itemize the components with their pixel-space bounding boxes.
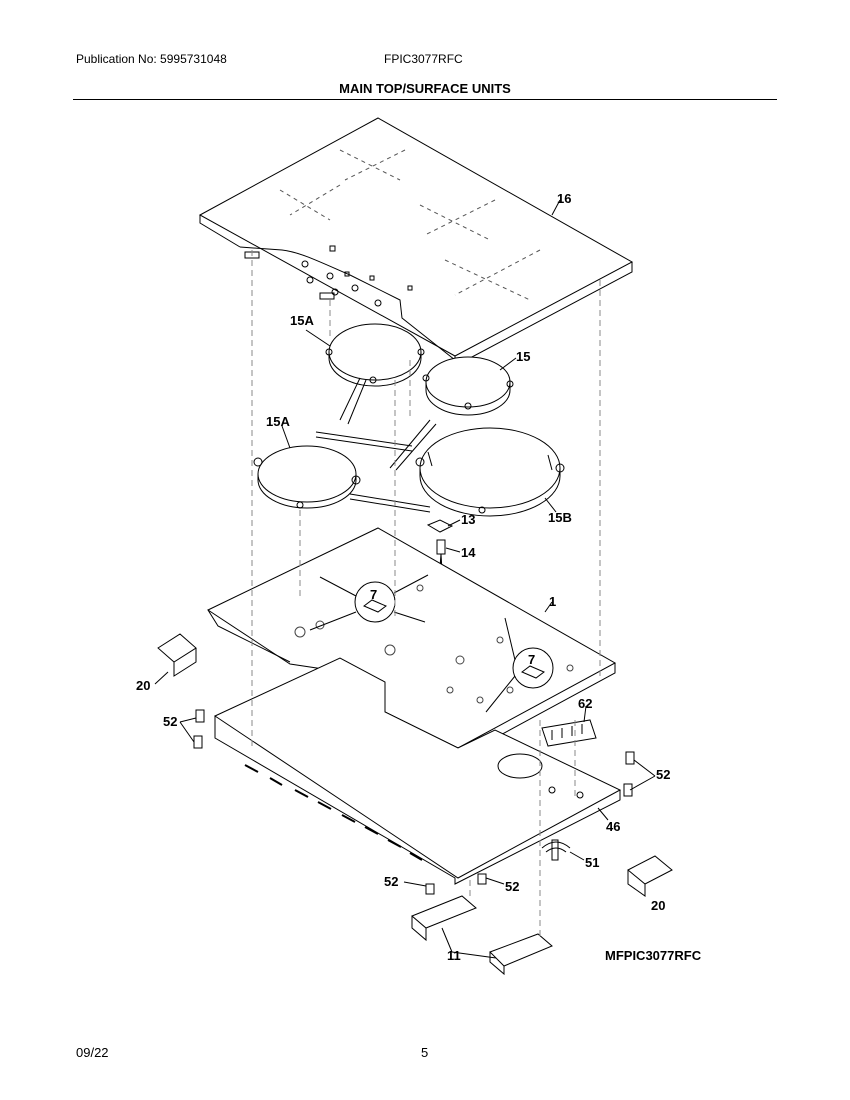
callout-52-left: 52 [163, 714, 177, 729]
alignment-lines [251, 250, 601, 940]
element-wiring [315, 419, 437, 513]
leader-lines [154, 199, 656, 959]
callout-15a-left: 15A [266, 414, 290, 429]
callout-52-bottom-left: 52 [384, 874, 398, 889]
callout-62: 62 [578, 696, 592, 711]
element-15a-left-part [253, 445, 361, 509]
clip-52-parts [193, 709, 635, 895]
bracket-20-right-part [627, 855, 673, 897]
callout-20-left: 20 [136, 678, 150, 693]
header-rule [73, 99, 777, 100]
callout-1: 1 [549, 594, 556, 609]
callout-7-right: 7 [528, 652, 535, 667]
callout-11: 11 [447, 948, 461, 963]
callout-16: 16 [557, 191, 571, 206]
callout-15b: 15B [548, 510, 572, 525]
page-number: 5 [421, 1045, 429, 1060]
callout-52-bottom-right: 52 [505, 879, 519, 894]
publication-number: Publication No: 5995731048 [76, 52, 227, 66]
callout-46: 46 [606, 819, 620, 834]
mounting-bracket-11-parts [411, 895, 553, 976]
element-15b-part [415, 427, 565, 517]
diagram-code: MFPIC3077RFC [605, 948, 702, 963]
callout-7-left: 7 [370, 587, 377, 602]
footer-date: 09/22 [76, 1045, 109, 1060]
terminal-block-part [541, 719, 597, 747]
callout-51: 51 [585, 855, 599, 870]
page-title: MAIN TOP/SURFACE UNITS [339, 81, 511, 96]
callout-13: 13 [461, 512, 475, 527]
glass-cooktop-part [198, 117, 634, 367]
callout-15a-top: 15A [290, 313, 314, 328]
bracket-20-left-part [157, 633, 197, 677]
callout-52-right: 52 [656, 767, 670, 782]
strain-relief-51-part [541, 839, 571, 861]
fastener-detail-circles [309, 574, 554, 713]
callout-20-right: 20 [651, 898, 665, 913]
element-15-part [422, 356, 514, 416]
callout-15: 15 [516, 349, 530, 364]
model-number: FPIC3077RFC [384, 52, 463, 66]
bottom-box-part [213, 657, 622, 885]
callout-14: 14 [461, 545, 476, 560]
element-15a-top-part [325, 323, 425, 425]
